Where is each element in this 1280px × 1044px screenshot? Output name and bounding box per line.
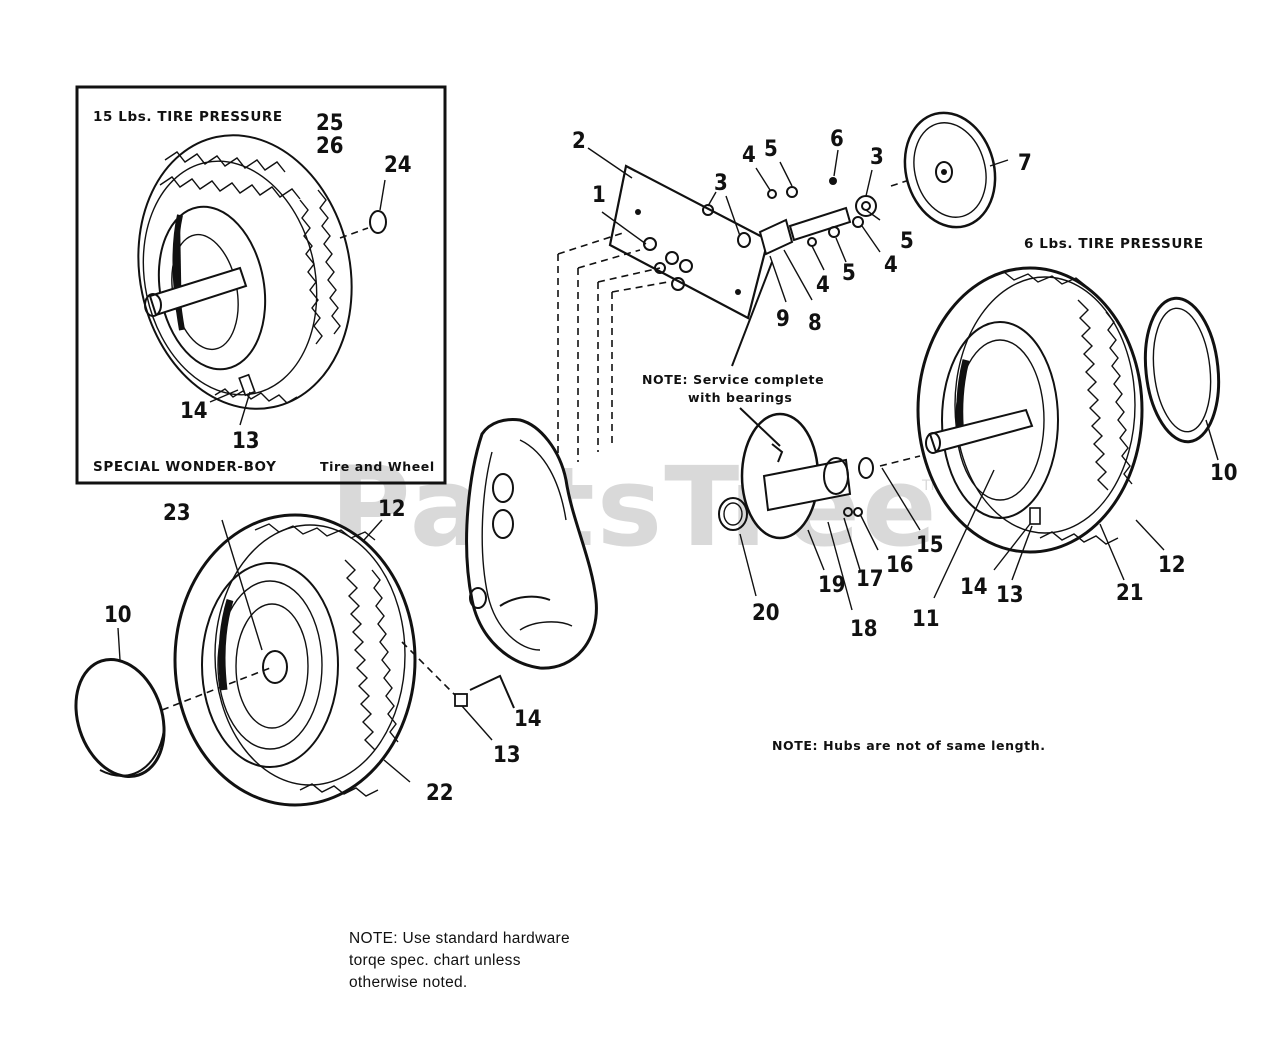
- callout-25: 25: [316, 111, 344, 136]
- callout-11: 11: [912, 607, 940, 632]
- part-24-shape: [369, 210, 387, 234]
- callout-22: 22: [426, 781, 454, 806]
- callout-12-left: 12: [378, 497, 406, 522]
- callout-13-right: 13: [996, 583, 1024, 608]
- callout-4-c: 4: [816, 273, 830, 298]
- inset-tire: [137, 134, 353, 410]
- note-service-line-2: with bearings: [688, 390, 792, 405]
- callout-17: 17: [856, 567, 884, 592]
- callout-8: 8: [808, 311, 822, 336]
- right-pressure-label: 6 Lbs. TIRE PRESSURE: [1024, 236, 1204, 252]
- callout-14-inset: 14: [180, 399, 208, 424]
- callout-6: 6: [830, 127, 844, 152]
- callout-24: 24: [384, 153, 412, 178]
- callout-20: 20: [752, 601, 780, 626]
- callout-18: 18: [850, 617, 878, 642]
- callout-21: 21: [1116, 581, 1144, 606]
- left-wheel-assembly: [74, 513, 515, 807]
- callout-26: 26: [316, 134, 344, 159]
- callout-16: 16: [886, 553, 914, 578]
- transmission-housing: [465, 231, 669, 670]
- inset-caption-small: Tire and Wheel: [320, 459, 435, 474]
- inset-special-wheel: 15 Lbs. TIRE PRESSURE SPECIAL WONDER-BOY…: [75, 85, 447, 485]
- callout-12-right: 12: [1158, 553, 1186, 578]
- callout-13-left: 13: [493, 743, 521, 768]
- callout-15: 15: [916, 533, 944, 558]
- callout-14-right: 14: [960, 575, 988, 600]
- callout-4-b: 4: [884, 253, 898, 278]
- callout-10-right: 10: [1210, 461, 1238, 486]
- callout-5-a: 5: [764, 137, 778, 162]
- note-hardware: NOTE: Use standard hardware torqe spec. …: [349, 928, 649, 994]
- callout-7: 7: [1018, 151, 1032, 176]
- inset-frame: [75, 85, 447, 485]
- callout-5-c: 5: [842, 261, 856, 286]
- note-hardware-line-3: otherwise noted.: [349, 974, 468, 991]
- callout-3-b: 3: [870, 145, 884, 170]
- note-hardware-line-1: NOTE: Use standard hardware: [349, 930, 570, 947]
- axle-plate-assembly: [587, 111, 1009, 367]
- right-wheel-assembly: [718, 266, 1221, 611]
- callout-19: 19: [818, 573, 846, 598]
- note-service-line-1: NOTE: Service complete: [642, 372, 824, 387]
- callout-2: 2: [572, 129, 586, 154]
- callout-4-a: 4: [742, 143, 756, 168]
- inset-pressure-label: 15 Lbs. TIRE PRESSURE: [93, 109, 283, 125]
- callout-14-left: 14: [514, 707, 542, 732]
- inset-caption-bold: SPECIAL WONDER-BOY: [93, 459, 276, 475]
- note-hubs: NOTE: Hubs are not of same length.: [772, 738, 1046, 753]
- callout-5-b: 5: [900, 229, 914, 254]
- callout-9: 9: [776, 307, 790, 332]
- callout-1: 1: [592, 183, 606, 208]
- note-hardware-line-2: torqe spec. chart unless: [349, 952, 521, 969]
- callout-3-a: 3: [714, 171, 728, 196]
- callout-13-inset: 13: [232, 429, 260, 454]
- callout-10-left: 10: [104, 603, 132, 628]
- callout-23: 23: [163, 501, 191, 526]
